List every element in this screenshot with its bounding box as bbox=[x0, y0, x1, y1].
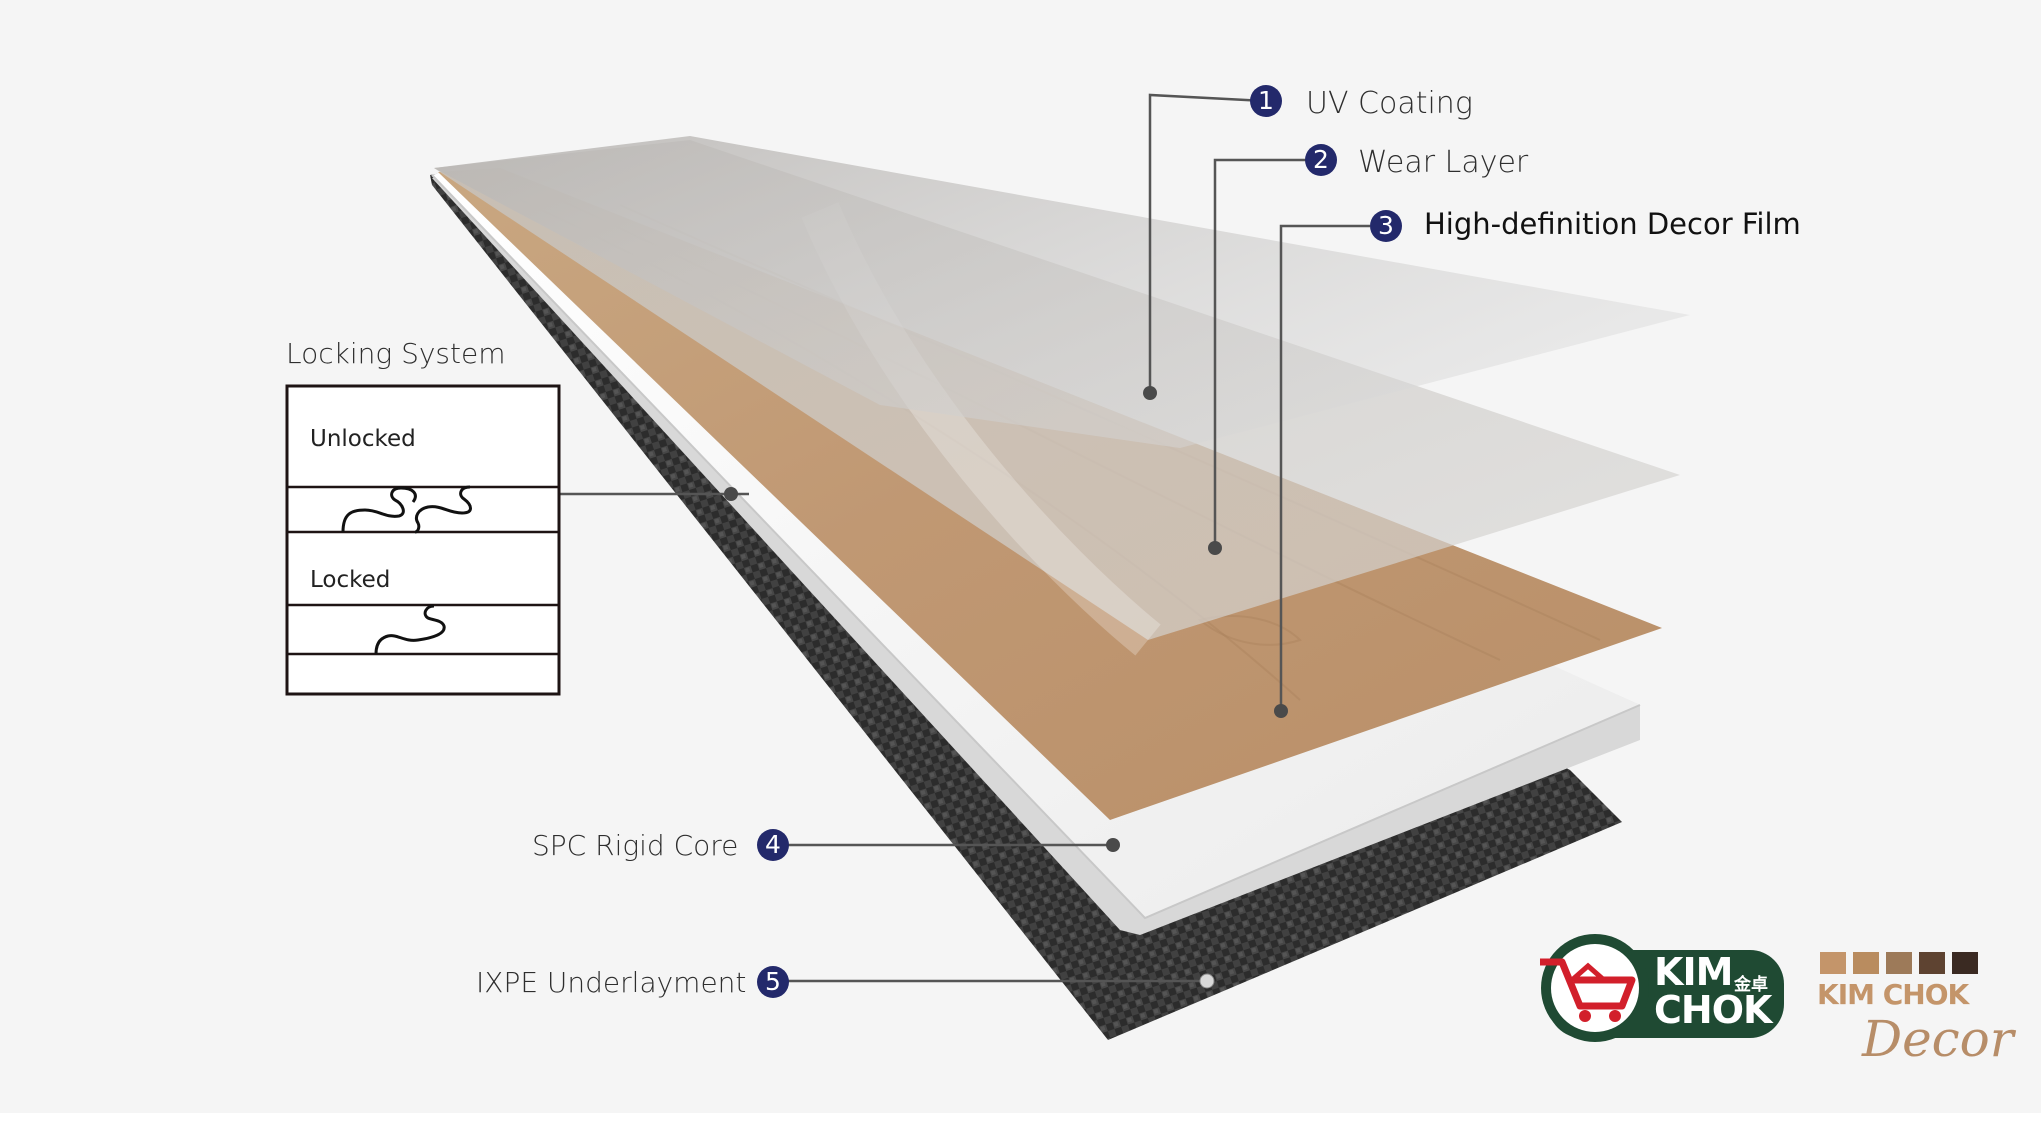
decor-logo-name: KIM CHOK bbox=[1817, 978, 1969, 1011]
shopping-cart-icon bbox=[1540, 958, 1636, 1010]
diagram-canvas: 1 UV Coating 2 Wear Layer 3 High-definit… bbox=[285, 85, 2014, 1068]
decor-logo-script: Decor bbox=[1862, 1010, 2014, 1068]
layer-3-label: High-definition Decor Film bbox=[1424, 207, 1801, 241]
layer-4-badge: 4 bbox=[757, 829, 789, 861]
kimchok-decor-logo bbox=[1820, 952, 1978, 974]
layer-5-badge: 5 bbox=[757, 966, 789, 998]
flooring-layers-illustration bbox=[285, 93, 1978, 1042]
kimchok-logo bbox=[1540, 934, 1784, 1042]
layer-3-badge: 3 bbox=[1370, 210, 1402, 242]
locked-joint-shape bbox=[374, 604, 446, 655]
unlocked-joint-shape bbox=[341, 486, 417, 533]
layer-4-label: SPC Rigid Core bbox=[532, 829, 739, 862]
layer-2-badge: 2 bbox=[1305, 144, 1337, 176]
uv-coating-layer bbox=[434, 136, 1690, 448]
layer-1-label: UV Coating bbox=[1306, 86, 1473, 121]
locking-system-title: Locking System bbox=[286, 337, 506, 370]
locked-label: Locked bbox=[310, 567, 391, 593]
layer-1-badge: 1 bbox=[1250, 85, 1282, 117]
layer-5-label: IXPE Underlayment bbox=[476, 966, 747, 999]
layer-2-label: Wear Layer bbox=[1358, 145, 1529, 180]
kimchok-logo-chinese: 金卓 bbox=[1734, 975, 1768, 995]
kimchok-logo-text-line2: CHOK bbox=[1654, 988, 1772, 1032]
kimchok-logo-text-line1: KIM bbox=[1654, 950, 1733, 994]
locking-system-box bbox=[285, 384, 561, 696]
unlocked-label: Unlocked bbox=[310, 426, 416, 452]
